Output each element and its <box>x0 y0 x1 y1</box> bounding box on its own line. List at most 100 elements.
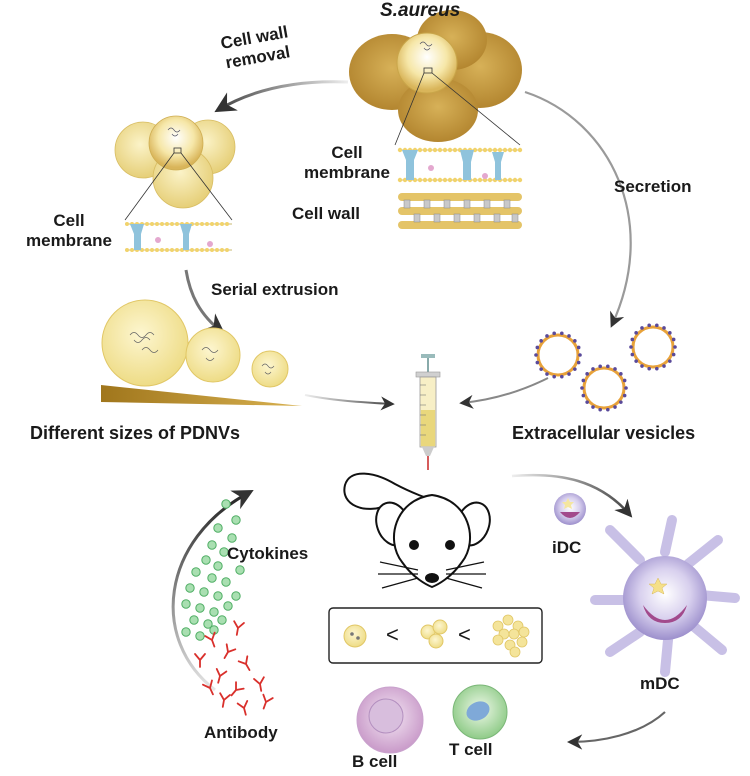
cytokine <box>213 591 223 601</box>
secretion-label: Secretion <box>614 177 692 196</box>
secretion-arrow <box>524 90 632 328</box>
extracellular-vesicle <box>631 325 675 369</box>
b-cell-label: B cell <box>352 752 398 771</box>
vesicle-protein <box>622 378 627 383</box>
t-cell <box>452 684 508 740</box>
cell-membrane-left-line2: membrane <box>26 230 112 250</box>
vesicle-protein <box>552 374 556 379</box>
lipid-head <box>200 222 204 226</box>
ev-to-syringe-arrow <box>459 377 549 409</box>
mdc-label: mDC <box>640 674 680 693</box>
cytokine <box>223 601 233 611</box>
small-vesicle <box>518 626 530 638</box>
antibody <box>219 692 231 708</box>
lipid-head <box>422 147 428 153</box>
lipid-head <box>517 177 523 183</box>
cytokine <box>219 547 229 557</box>
cytokine <box>221 499 231 509</box>
vesicle-protein <box>624 386 628 390</box>
top-membrane-detail <box>397 147 523 229</box>
vesicle-protein <box>581 393 586 398</box>
lipid-head <box>175 248 179 252</box>
lipid-head <box>130 248 134 252</box>
lipid-head <box>195 222 199 226</box>
vesicle-protein <box>647 366 651 371</box>
mdc-to-lymphocyte-arrow <box>566 711 666 750</box>
antibody-label: Antibody <box>204 723 278 742</box>
small-vesicle <box>492 620 504 632</box>
cell-membrane-left-label: Cell membrane <box>26 211 112 250</box>
vesicle-protein <box>598 364 602 369</box>
lipid-head <box>220 248 224 252</box>
vesicle-protein <box>539 367 543 371</box>
lipid-head <box>195 248 199 252</box>
vesicle-protein <box>567 372 571 376</box>
cell-membrane-top-line2: membrane <box>304 162 390 182</box>
lipid-head <box>150 222 154 226</box>
lipid-head <box>165 222 169 226</box>
lipid-head <box>225 248 229 252</box>
vesicle-protein <box>534 353 538 357</box>
vesicle-protein <box>573 339 577 343</box>
cytokine <box>221 577 231 587</box>
vesicle-protein <box>673 345 677 349</box>
lipid-head <box>502 147 508 153</box>
cytokine <box>217 615 227 625</box>
lipid-head <box>442 147 448 153</box>
lipid-head <box>457 177 463 183</box>
idc-label: iDC <box>552 538 582 557</box>
small-vesicle <box>508 628 520 640</box>
protoplast-cluster <box>114 115 236 221</box>
lipid-head <box>482 177 488 183</box>
lipid-head <box>422 177 428 183</box>
vesicle-protein <box>581 378 586 383</box>
cytokine <box>209 607 219 617</box>
vesicle-protein <box>629 345 633 349</box>
vesicle-protein <box>619 372 623 376</box>
lipid-head <box>507 177 513 183</box>
lipid-head <box>502 177 508 183</box>
vesicle-protein <box>671 352 676 357</box>
antibody <box>215 668 228 684</box>
lipid-head <box>150 248 154 252</box>
lipid-head <box>447 147 453 153</box>
lipid-head <box>452 147 458 153</box>
extracellular-vesicle <box>582 366 626 410</box>
antibody <box>233 620 245 636</box>
lipid-head <box>170 248 174 252</box>
vesicle-protein <box>535 345 540 350</box>
lipid-head <box>210 222 214 226</box>
lipid-head <box>437 177 443 183</box>
small-vesicle <box>516 636 528 648</box>
cell-wall-label: Cell wall <box>292 204 361 223</box>
cytokine <box>195 631 205 641</box>
lipid-head <box>427 177 433 183</box>
vesicle-protein <box>560 331 564 336</box>
vesicle-protein <box>539 339 543 343</box>
lipid-head <box>452 177 458 183</box>
lipid-head <box>442 177 448 183</box>
cytokine <box>191 567 201 577</box>
vesicle-protein <box>567 334 571 338</box>
idc-cell <box>554 493 586 525</box>
cytokine <box>227 533 237 543</box>
lipid-head <box>432 177 438 183</box>
lipid-head <box>397 177 403 183</box>
vesicle-protein <box>622 393 627 398</box>
antibody <box>194 653 206 668</box>
cytokine <box>207 573 217 583</box>
lipid-head <box>512 177 518 183</box>
vesicle-protein <box>578 353 582 357</box>
cell-wall-layers <box>398 193 522 229</box>
lipid-head <box>215 248 219 252</box>
lipid-head <box>482 147 488 153</box>
lipid-head <box>492 147 498 153</box>
vesicle-protein <box>634 331 638 335</box>
s-aureus-cluster <box>349 10 522 146</box>
lipid-head <box>125 248 129 252</box>
lipid-head <box>225 222 229 226</box>
pdnvs-label: Different sizes of PDNVs <box>30 423 241 443</box>
cytokines-label: Cytokines <box>227 544 309 563</box>
antibody <box>230 681 245 697</box>
antibody <box>202 679 214 696</box>
